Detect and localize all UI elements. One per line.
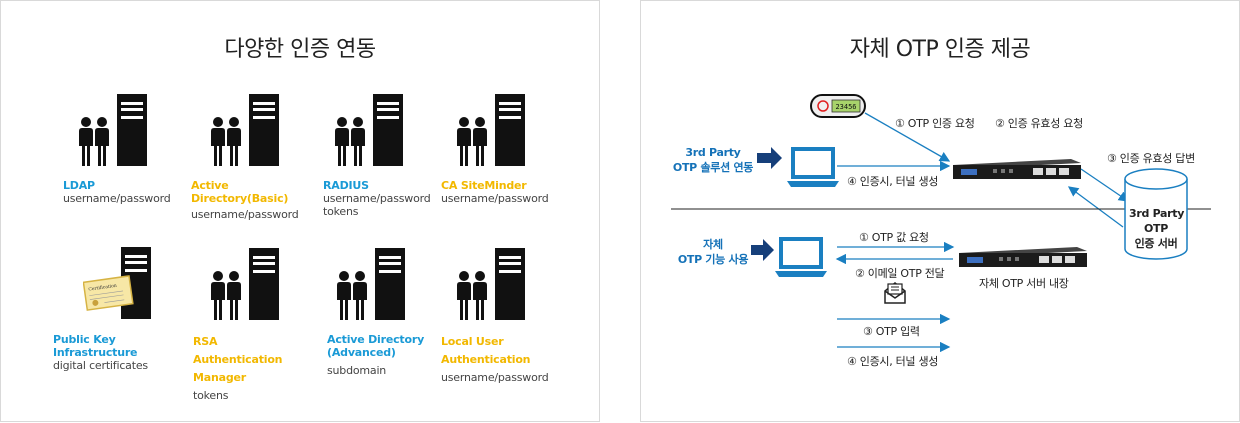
local-user-icon: [457, 248, 525, 320]
radius-icon: [335, 94, 403, 166]
radius-label: RADIUS username/password tokens: [323, 179, 431, 218]
step-tunnel-top: ④ 인증시, 터널 생성: [847, 175, 939, 188]
ca-siteminder-icon: [457, 94, 525, 166]
client-laptop-bottom: [775, 237, 827, 277]
otp-title: 자체 OTP 인증 제공: [849, 37, 1031, 62]
ad-basic-label: Active Directory(Basic) username/passwor…: [191, 179, 299, 221]
otp-panel: 자체 OTP 인증 제공: [640, 0, 1240, 422]
third-party-otp-server: [1124, 168, 1188, 260]
integration-arrow-top: [757, 147, 782, 169]
server-label: 3rd Party OTP 인증 서버: [1129, 207, 1185, 250]
otp-token-icon: 23456: [810, 94, 866, 118]
integration-title: 다양한 인증 연동: [224, 37, 376, 62]
integration-panel: 다양한 인증 연동 Certific: [0, 0, 600, 422]
active-directory-advanced-icon: [337, 248, 405, 320]
local-user-label: Local User Authentication username/passw…: [441, 335, 549, 384]
own-otp-label: 자체 OTP 기능 사용: [677, 238, 749, 266]
pki-label: Public Key Infrastructure digital certif…: [53, 333, 148, 372]
appliance-top: [953, 159, 1081, 179]
appliance-bottom: [959, 247, 1087, 267]
step-email-otp: ② 이메일 OTP 전달: [855, 267, 945, 280]
step-tunnel-bottom: ④ 인증시, 터널 생성: [847, 355, 939, 368]
step-validity-request: ② 인증 유효성 요청: [995, 117, 1083, 130]
step-otp-value-request: ① OTP 값 요청: [859, 231, 929, 244]
certificate-server-icon: Certification: [83, 247, 151, 319]
arrow-otp-auth-request: [864, 112, 951, 162]
active-directory-basic-icon: [211, 94, 279, 166]
client-laptop-top: [787, 147, 839, 187]
rsa-label: RSA Authentication Manager tokens: [193, 335, 283, 402]
step-otp-input: ③ OTP 입력: [863, 325, 920, 338]
arrow-validity-request: [1080, 168, 1130, 202]
otp-flow-diagram: 23456: [671, 94, 1211, 353]
ca-siteminder-label: CA SiteMinder username/password: [441, 179, 549, 205]
own-otp-arrow: [751, 239, 774, 261]
rsa-icon: [211, 248, 279, 320]
appliance-caption: 자체 OTP 서버 내장: [979, 277, 1069, 290]
ldap-label: LDAP username/password: [63, 179, 171, 205]
third-party-label: 3rd Party OTP 솔루션 연동: [672, 146, 754, 174]
ldap-icon: [79, 94, 147, 166]
ad-advanced-label: Active Directory (Advanced) subdomain: [327, 333, 425, 377]
step-otp-auth-request: ① OTP 인증 요청: [895, 117, 975, 130]
token-display: 23456: [835, 103, 856, 111]
certificate-label: Certification: [88, 283, 117, 293]
arrow-validity-answer: [1067, 186, 1124, 228]
step-validity-answer: ③ 인증 유효성 답변: [1107, 152, 1195, 165]
email-icon: [884, 282, 906, 304]
